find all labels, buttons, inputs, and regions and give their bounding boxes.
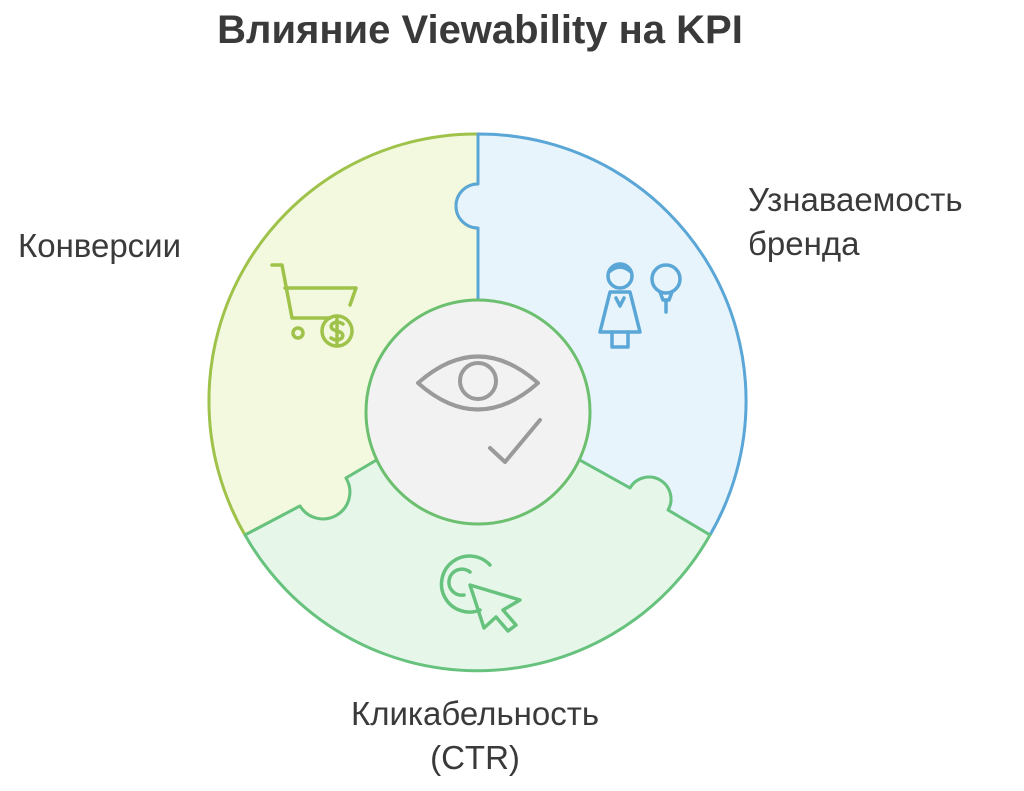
label-ctr: Кликабельность (CTR): [320, 692, 630, 780]
center-circle: [364, 298, 592, 526]
person-lightbulb-icon: [598, 262, 682, 349]
label-ctr-line1: Кликабельность: [350, 695, 600, 732]
label-brand-line2: бренда: [748, 225, 860, 262]
label-brand-awareness: Узнаваемость бренда: [748, 178, 963, 266]
label-conversions-text: Конверсии: [18, 227, 182, 264]
label-brand-line1: Узнаваемость: [748, 181, 963, 218]
shopping-cart-dollar-icon: [270, 263, 358, 348]
click-cursor-icon: [439, 554, 522, 633]
label-conversions: Конверсии: [18, 224, 181, 268]
segment-ctr: [243, 456, 712, 673]
label-ctr-line2: (CTR): [430, 739, 520, 776]
eye-check-icon: [416, 354, 542, 464]
diagram-title: Влияние Viewability на KPI: [217, 8, 743, 52]
